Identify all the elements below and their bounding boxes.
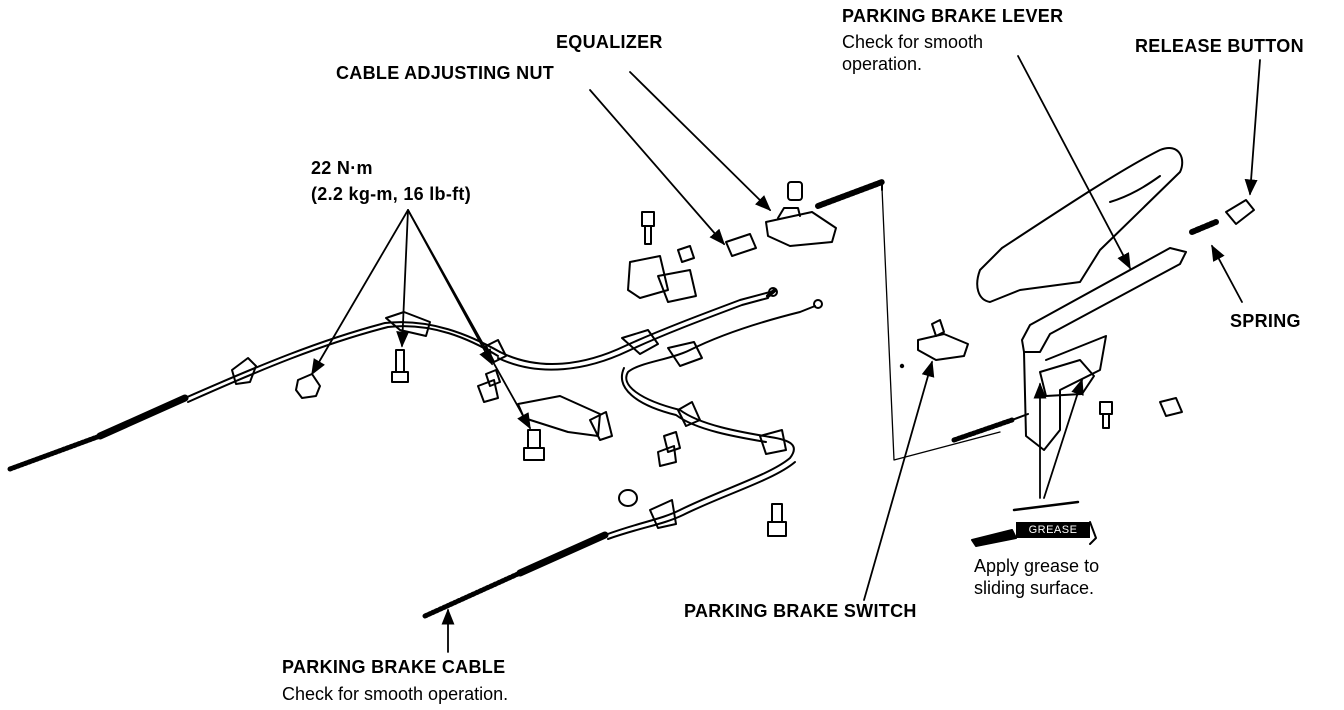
spring-leader: [1211, 244, 1243, 303]
torque-leader-1: [311, 209, 409, 376]
grease-tag: GREASE: [1016, 522, 1090, 538]
parking-brake-cable-label: PARKING BRAKE CABLE: [282, 657, 506, 677]
cable-note: Check for smooth operation.: [282, 684, 509, 704]
parking-brake-lever-label: PARKING BRAKE LEVER: [842, 6, 1064, 26]
release-button-leader: [1244, 59, 1261, 196]
equalizer-assembly: [725, 179, 885, 257]
cable-adjusting-nut-leader: [589, 89, 726, 246]
leader-lines: [311, 55, 1261, 653]
left-rear-cable: [7, 287, 778, 472]
cable-adjusting-nut-label: CABLE ADJUSTING NUT: [336, 63, 555, 83]
hardware-bolts: [295, 211, 1183, 537]
torque-leader-4: [407, 209, 531, 430]
grease-note: Apply grease to sliding surface.: [974, 555, 1099, 599]
grease-note-line-2: sliding surface.: [974, 578, 1095, 598]
switch-wire: [881, 187, 1001, 461]
parking-brake-lever: [951, 147, 1255, 451]
grease-note-line-1: Apply grease to: [974, 556, 1100, 576]
lever-leader: [1017, 55, 1131, 270]
torque-leader-2: [396, 209, 410, 348]
grease-leader-2: [1043, 378, 1084, 499]
switch-leader: [863, 360, 935, 601]
right-rear-cable: [422, 299, 823, 619]
grease-applicator: [971, 500, 1097, 547]
equalizer-label: EQUALIZER: [556, 32, 663, 52]
parking-brake-switch: [899, 319, 969, 369]
parking-brake-switch-label: PARKING BRAKE SWITCH: [684, 601, 917, 621]
equalizer-leader: [629, 71, 772, 212]
cable-brackets: [231, 311, 787, 529]
spring-label: SPRING: [1230, 311, 1301, 331]
lever-note-line-1: Check for smooth: [842, 32, 984, 52]
lever-note-line-2: operation.: [842, 54, 923, 74]
torque-conversion-label: (2.2 kg-m, 16 lb-ft): [311, 184, 472, 204]
torque-value-label: 22 N·m: [311, 158, 373, 178]
release-button-label: RELEASE BUTTON: [1135, 36, 1304, 56]
lever-note: Check for smooth operation.: [842, 31, 983, 75]
